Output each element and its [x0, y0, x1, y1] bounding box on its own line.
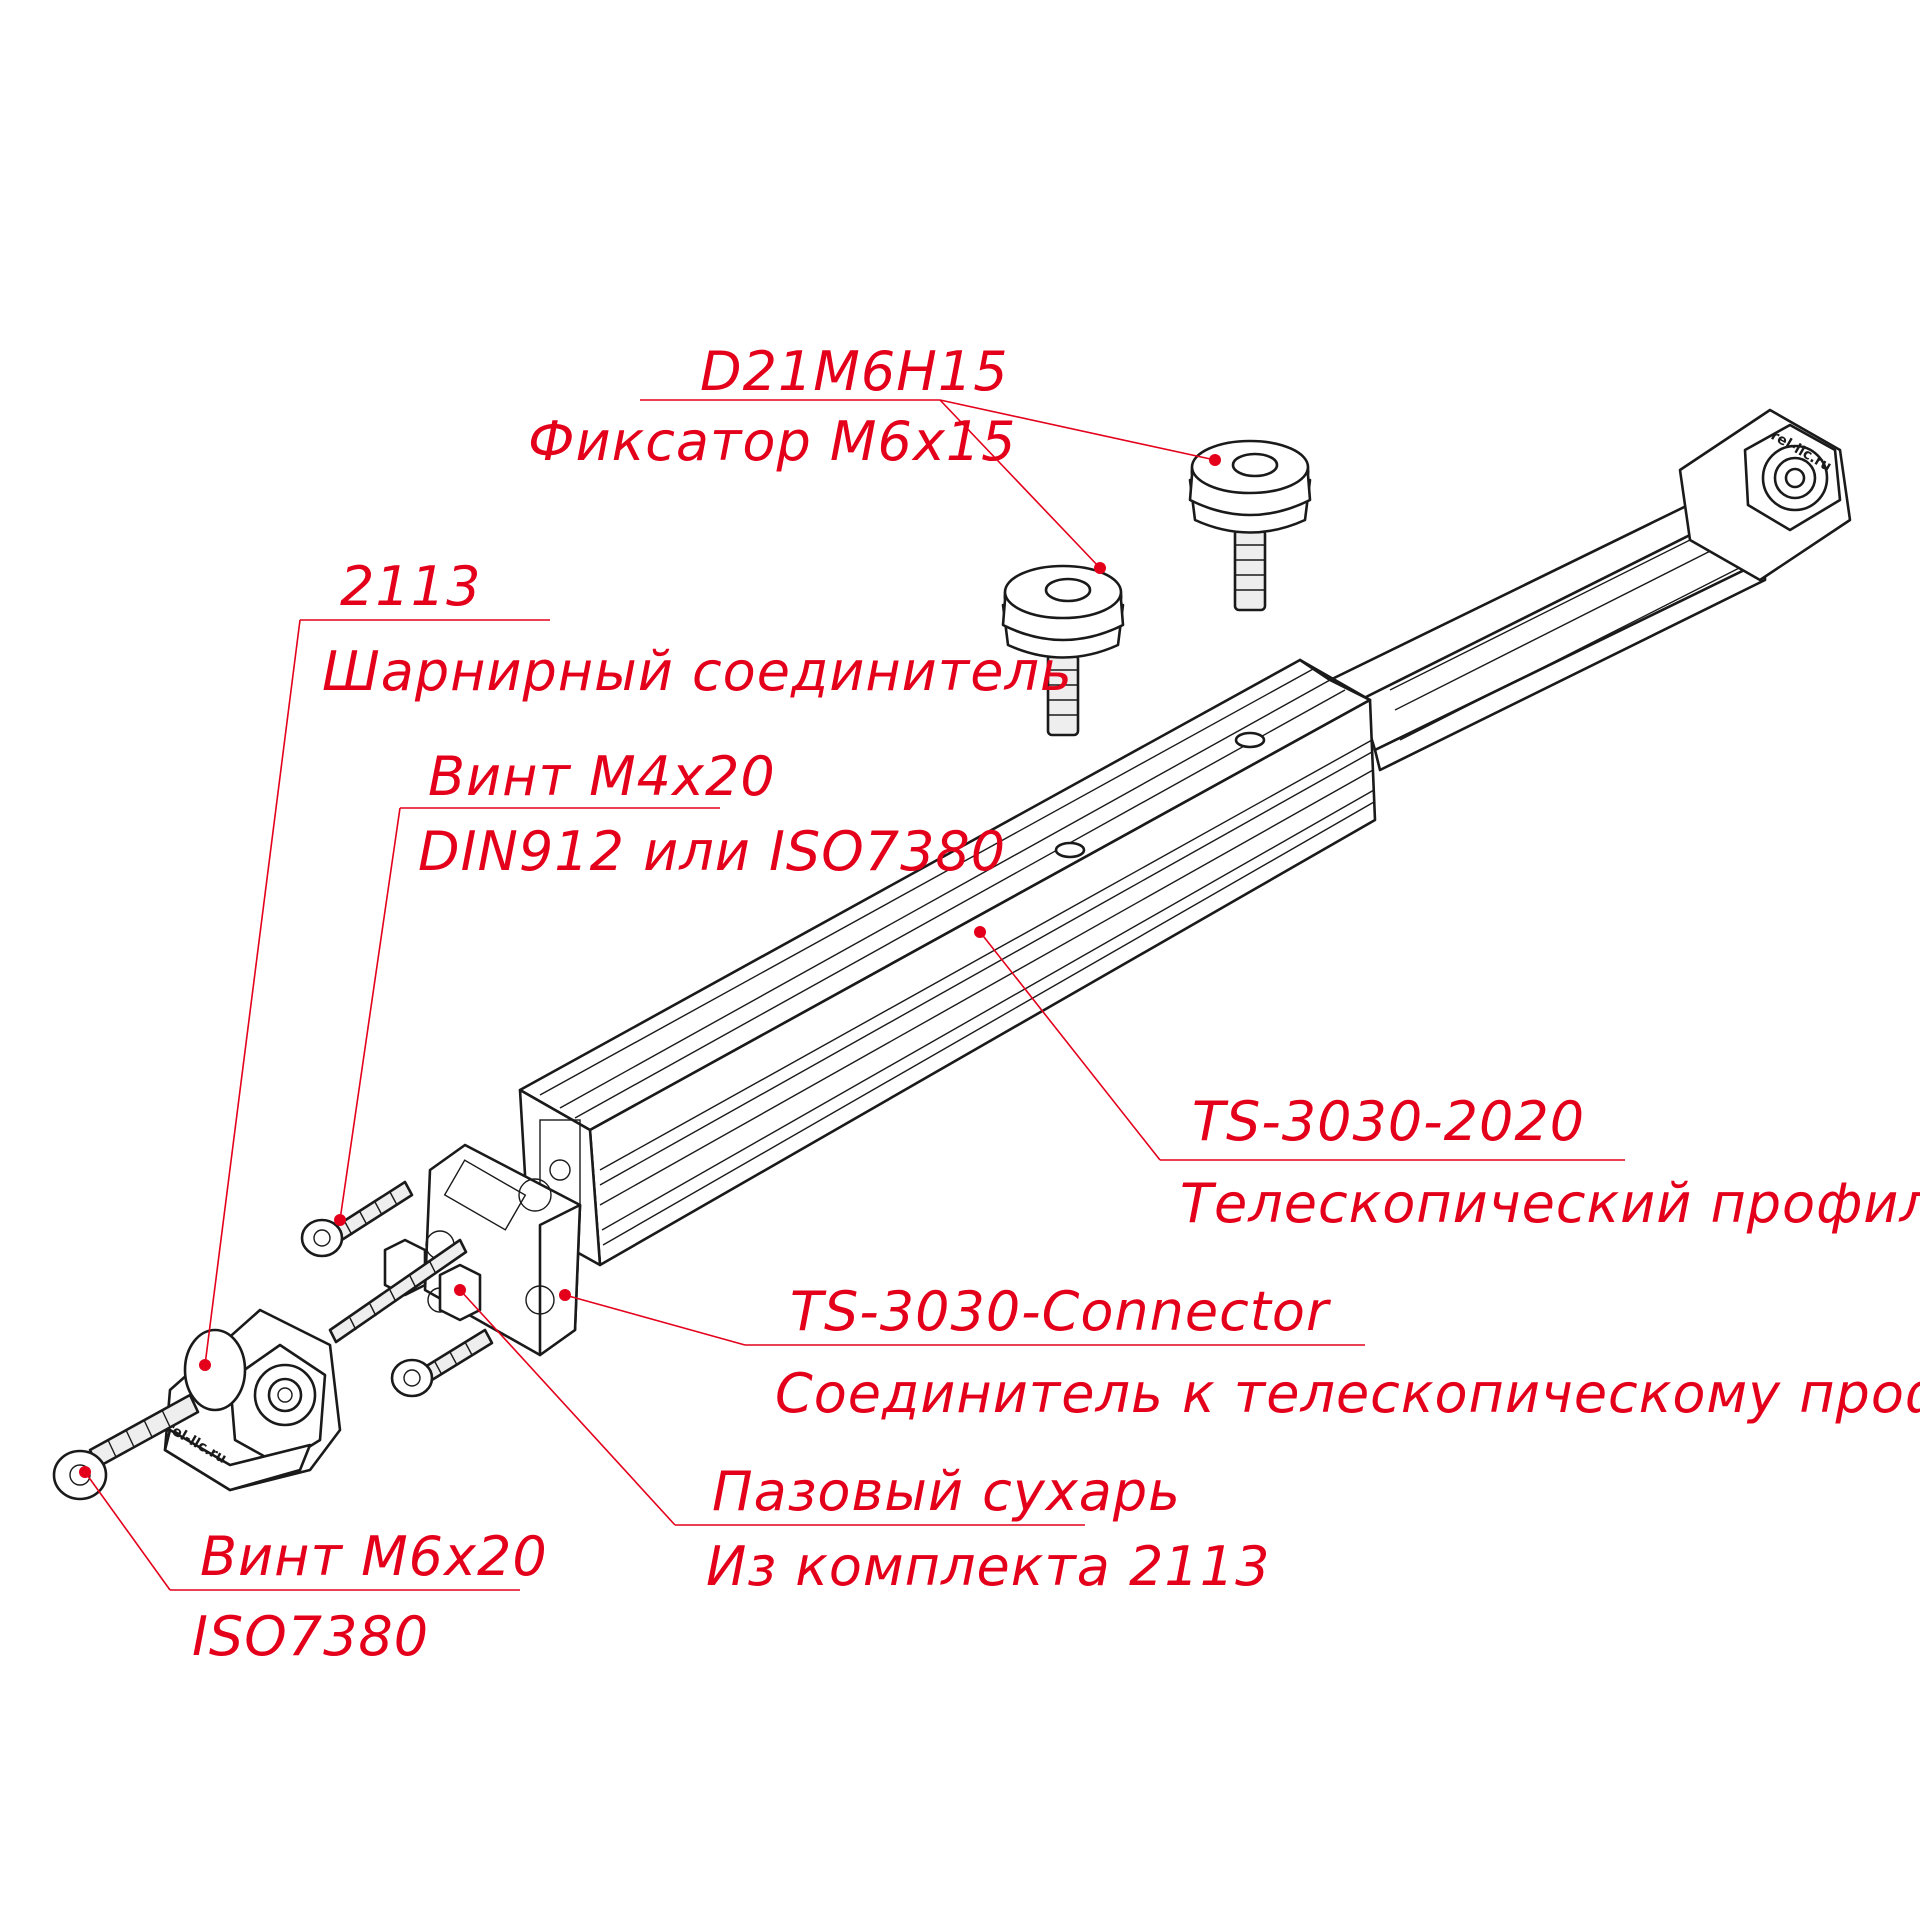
screw-m6-name-label: ISO7380: [192, 1605, 429, 1668]
screw-m4-name-label: DIN912 или ISO7380: [418, 820, 1006, 883]
locking-knob-2: [1001, 564, 1125, 737]
profile-name-label: Телескопический профиль: [1180, 1172, 1920, 1235]
hinge-code-label: 2113: [340, 555, 481, 618]
callout-screw-m4: Винт M4x20 DIN912 или ISO7380: [334, 745, 1006, 1226]
knob-name-label: Фиксатор M6x15: [528, 410, 1017, 473]
profile-code-label: TS-3030-2020: [1192, 1090, 1585, 1153]
callout-screw-m6: Винт M6x20 ISO7380: [79, 1466, 548, 1668]
callout-slot-nut: Пазовый сухарь Из комплекта 2113: [454, 1284, 1270, 1598]
hinge-name-label: Шарнирный соединитель: [322, 640, 1073, 703]
far-end-hinge: rel-llc.ru: [1678, 408, 1852, 582]
slot-nut-name-label: Из комплекта 2113: [706, 1535, 1270, 1598]
connector-code-label: TS-3030-Connector: [790, 1280, 1331, 1343]
screw-m4-code-label: Винт M4x20: [428, 745, 776, 808]
slot-nut-code-label: Пазовый сухарь: [712, 1460, 1181, 1523]
callout-hinge: 2113 Шарнирный соединитель: [199, 555, 1073, 1371]
connector-name-label: Соединитель к телескопическому профилю: [775, 1362, 1920, 1425]
m4-screw-upper: [300, 1180, 414, 1258]
locking-knob-1: [1188, 439, 1312, 612]
callout-knob: D21M6H15 Фиксатор M6x15: [528, 340, 1221, 574]
screw-m6-code-label: Винт M6x20: [200, 1525, 548, 1588]
telescopic-profile: rel-llc.ru: [518, 408, 1852, 1267]
m4-screw-lower: [390, 1328, 494, 1398]
knob-code-label: D21M6H15: [700, 340, 1009, 403]
callout-profile: TS-3030-2020 Телескопический профиль: [974, 926, 1920, 1235]
outer-profile: [518, 658, 1377, 1267]
m6-screw: [52, 1393, 200, 1501]
long-screw-through: [328, 1238, 468, 1344]
hinge-connector: rel-llc.ru: [163, 1308, 342, 1492]
inner-profile: [1328, 468, 1767, 772]
callout-connector: TS-3030-Connector Соединитель к телескоп…: [559, 1280, 1920, 1425]
